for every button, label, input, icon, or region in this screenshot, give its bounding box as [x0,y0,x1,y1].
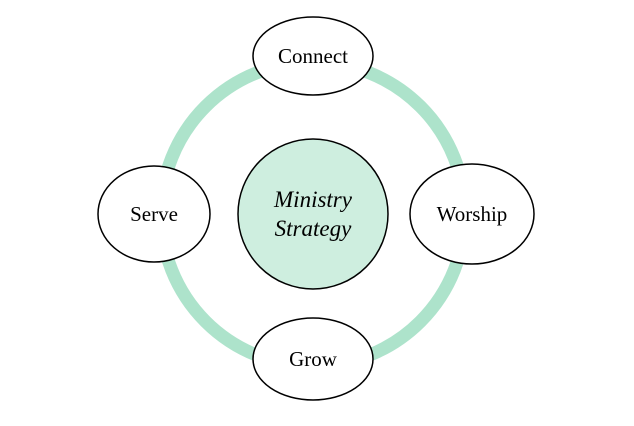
node-serve: Serve [97,165,211,263]
node-grow-label: Grow [289,347,338,371]
node-serve-label: Serve [130,202,178,226]
node-worship: Worship [409,163,535,265]
node-connect-label: Connect [278,44,348,68]
node-worship-label: Worship [437,202,508,226]
center-label-line2: Strategy [275,216,352,241]
center-node: Ministry Strategy [237,138,389,290]
node-grow: Grow [252,317,374,401]
center-label-line1: Ministry [273,187,353,212]
node-connect: Connect [252,16,374,96]
